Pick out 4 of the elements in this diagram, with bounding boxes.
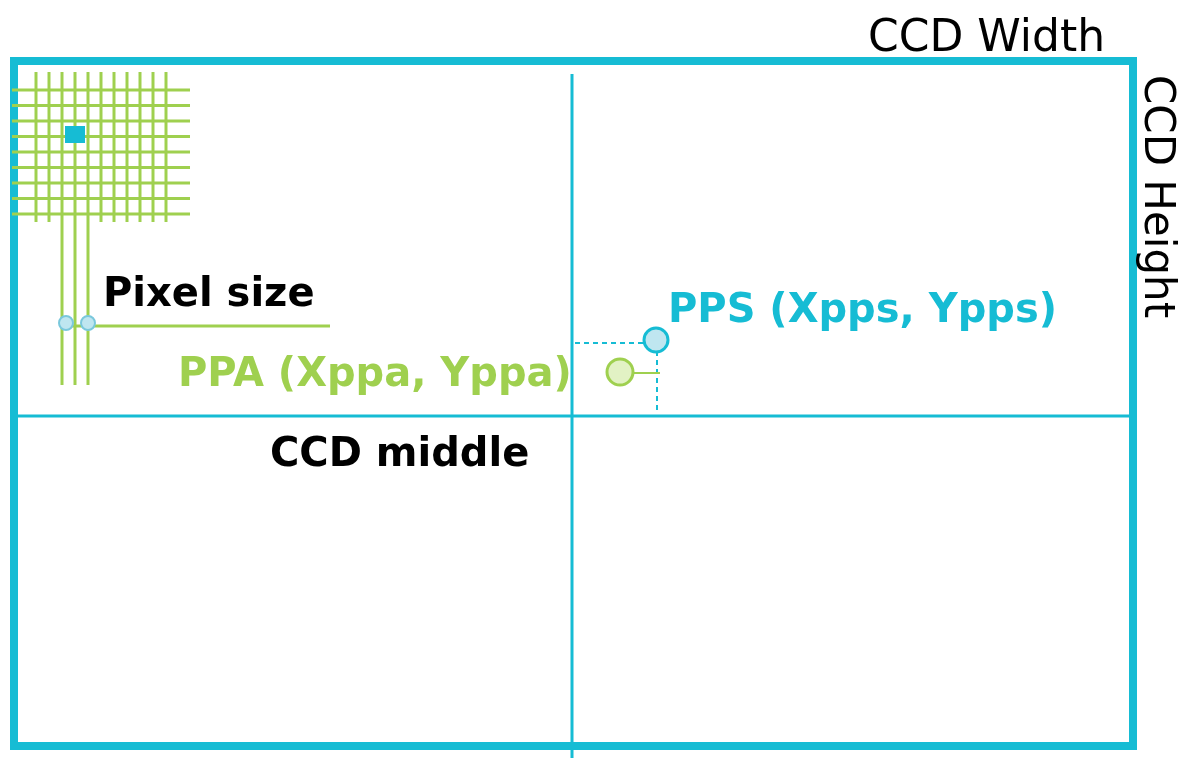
pixel-size-label: Pixel size bbox=[103, 272, 315, 312]
dimension-label: CCD Width bbox=[868, 14, 1106, 58]
dimension-label: CCD Height bbox=[1138, 75, 1180, 319]
center-label: CCD middle bbox=[270, 432, 530, 472]
